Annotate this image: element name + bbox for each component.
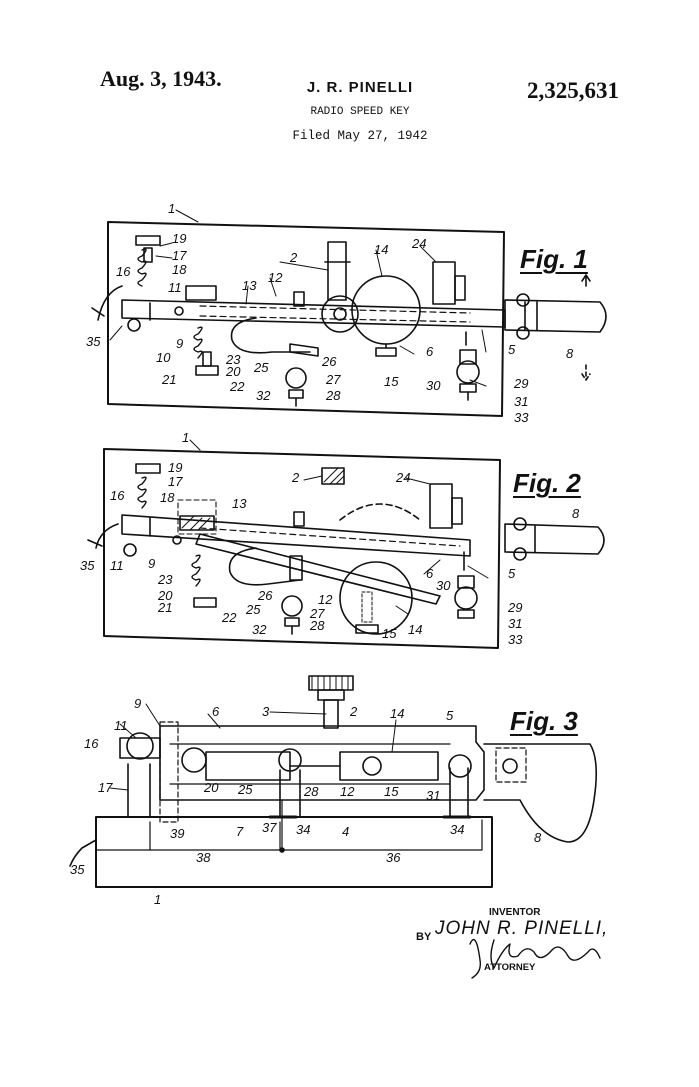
ref-numeral: 10 bbox=[156, 350, 171, 365]
ref-numeral: 35 bbox=[86, 334, 101, 349]
figure-1-label: Fig. 1 bbox=[520, 244, 588, 275]
ref-numeral: 36 bbox=[386, 850, 401, 865]
ref-numeral: 12 bbox=[318, 592, 333, 607]
ref-numeral: 32 bbox=[252, 622, 267, 637]
ref-numeral: 3 bbox=[262, 704, 270, 719]
ref-numeral: 15 bbox=[382, 626, 397, 641]
ref-numeral: 15 bbox=[384, 784, 399, 799]
ref-numeral: 12 bbox=[268, 270, 283, 285]
ref-numeral: 2 bbox=[349, 704, 358, 719]
ref-numeral: 18 bbox=[160, 490, 175, 505]
ref-numeral: 31 bbox=[508, 616, 522, 631]
ref-numeral: 2 bbox=[289, 250, 298, 265]
ref-numeral: 11 bbox=[114, 718, 128, 733]
ref-numeral: 14 bbox=[390, 706, 404, 721]
ref-numeral: 39 bbox=[170, 826, 184, 841]
ref-numeral: 6 bbox=[212, 704, 220, 719]
by-label: BY bbox=[416, 931, 431, 943]
ref-numeral: 6 bbox=[426, 566, 434, 581]
ref-numeral: 34 bbox=[296, 822, 310, 837]
ref-numeral: 35 bbox=[70, 862, 85, 877]
ref-numeral: 15 bbox=[384, 374, 399, 389]
ref-numeral: 16 bbox=[84, 736, 99, 751]
ref-numeral: 16 bbox=[110, 488, 125, 503]
ref-numeral: 1 bbox=[182, 430, 189, 445]
ref-numeral: 8 bbox=[572, 506, 580, 521]
figure-3-label: Fig. 3 bbox=[510, 706, 578, 737]
ref-numeral: 28 bbox=[325, 388, 341, 403]
ref-numeral: 5 bbox=[508, 342, 516, 357]
ref-numeral: 20 bbox=[225, 364, 241, 379]
ref-numeral: 24 bbox=[411, 236, 426, 251]
ref-numeral: 11 bbox=[110, 558, 124, 573]
ref-numeral: 4 bbox=[342, 824, 349, 839]
ref-numeral: 22 bbox=[229, 379, 245, 394]
ref-numeral: 5 bbox=[446, 708, 454, 723]
ref-numeral: 26 bbox=[257, 588, 273, 603]
ref-numeral: 2 bbox=[291, 470, 300, 485]
inventor-label: INVENTOR bbox=[489, 907, 541, 918]
ref-numeral: 29 bbox=[507, 600, 522, 615]
ref-numeral: 19 bbox=[172, 231, 186, 246]
ref-numeral: 25 bbox=[237, 782, 253, 797]
ref-numeral: 29 bbox=[513, 376, 528, 391]
ref-numeral: 5 bbox=[508, 566, 516, 581]
ref-numeral: 9 bbox=[134, 696, 141, 711]
ref-numeral: 28 bbox=[303, 784, 319, 799]
ref-numeral: 12 bbox=[340, 784, 355, 799]
ref-numeral: 31 bbox=[514, 394, 528, 409]
ref-numeral: 17 bbox=[172, 248, 187, 263]
ref-numeral: 33 bbox=[508, 632, 523, 647]
ref-numeral: 19 bbox=[168, 460, 182, 475]
ref-numeral: 25 bbox=[245, 602, 261, 617]
ref-numeral: 9 bbox=[176, 336, 183, 351]
ref-numeral: 27 bbox=[325, 372, 341, 387]
ref-numeral: 37 bbox=[262, 820, 277, 835]
ref-numeral: 30 bbox=[436, 578, 451, 593]
ref-numeral: 17 bbox=[98, 780, 113, 795]
inventor-signature-name: JOHN R. PINELLI, bbox=[435, 918, 608, 940]
attorney-label: ATTORNEY bbox=[484, 962, 535, 973]
ref-numeral: 8 bbox=[534, 830, 542, 845]
ref-numeral: 1 bbox=[168, 201, 175, 216]
ref-numeral: 28 bbox=[309, 618, 325, 633]
figure-2-label: Fig. 2 bbox=[513, 468, 581, 499]
ref-numeral: 34 bbox=[450, 822, 464, 837]
ref-numeral: 13 bbox=[242, 278, 257, 293]
ref-numeral: 23 bbox=[157, 572, 173, 587]
ref-numeral: 21 bbox=[161, 372, 176, 387]
ref-numeral: 14 bbox=[408, 622, 422, 637]
ref-numeral: 1 bbox=[154, 892, 161, 907]
ref-numeral: 16 bbox=[116, 264, 131, 279]
ref-numeral: 6 bbox=[426, 344, 434, 359]
ref-numeral: 24 bbox=[395, 470, 410, 485]
ref-numeral: 32 bbox=[256, 388, 271, 403]
ref-numeral: 7 bbox=[236, 824, 244, 839]
ref-numeral: 21 bbox=[157, 600, 172, 615]
ref-numeral: 14 bbox=[374, 242, 388, 257]
fig3-reference-numerals: 3 2 9 6 14 5 11 16 17 25 20 28 12 15 31 … bbox=[70, 696, 542, 907]
ref-numeral: 20 bbox=[203, 780, 219, 795]
ref-numeral: 25 bbox=[253, 360, 269, 375]
ref-numeral: 31 bbox=[426, 788, 440, 803]
ref-numeral: 30 bbox=[426, 378, 441, 393]
ref-numeral: 26 bbox=[321, 354, 337, 369]
ref-numeral: 17 bbox=[168, 474, 183, 489]
ref-numeral: 18 bbox=[172, 262, 187, 277]
ref-numeral: 35 bbox=[80, 558, 95, 573]
ref-numeral: 22 bbox=[221, 610, 237, 625]
ref-numeral: 8 bbox=[566, 346, 574, 361]
ref-numeral: 11 bbox=[168, 280, 182, 295]
ref-numeral: 33 bbox=[514, 410, 529, 425]
fig1-reference-numerals: 1 19 17 16 18 11 13 12 2 14 24 35 10 9 2… bbox=[86, 201, 574, 425]
ref-numeral: 38 bbox=[196, 850, 211, 865]
ref-numeral: 9 bbox=[148, 556, 155, 571]
ref-numeral: 13 bbox=[232, 496, 247, 511]
